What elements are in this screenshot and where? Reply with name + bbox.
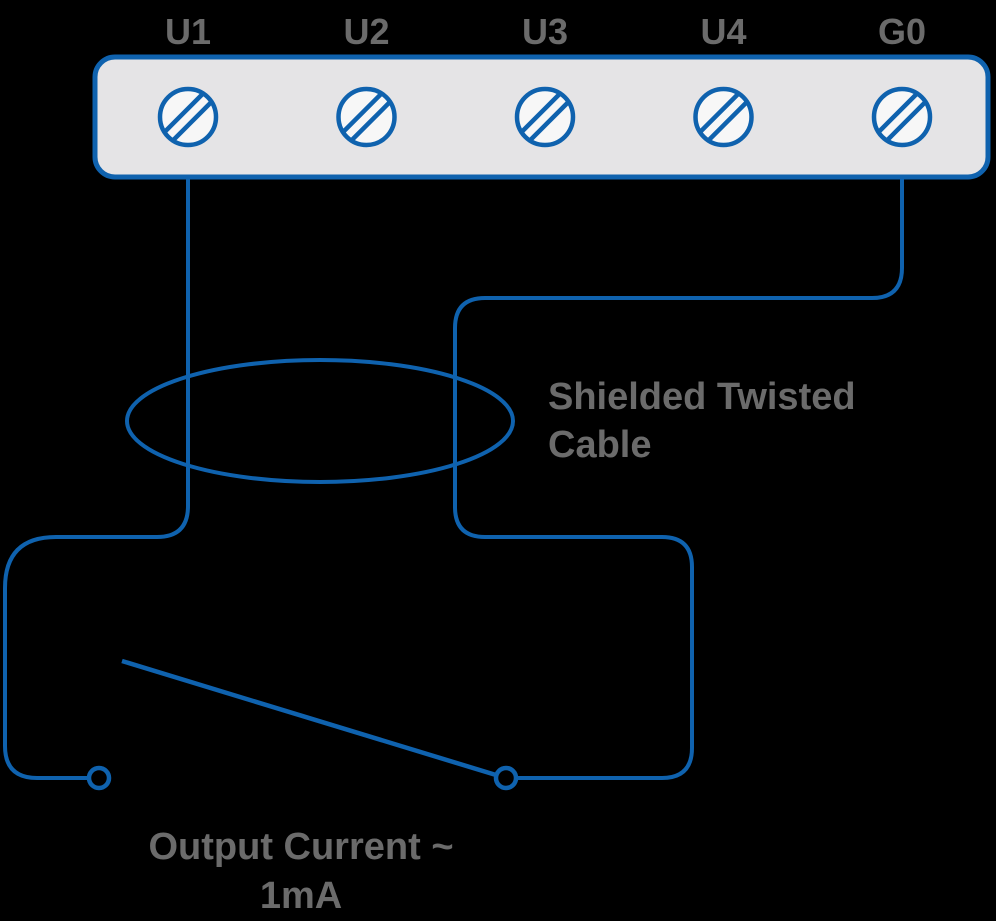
- screw-slot-line: [349, 100, 392, 143]
- screw-terminal-u2-icon: [336, 86, 397, 148]
- switch-contact-left-icon: [86, 765, 112, 791]
- screw-slot-line: [162, 91, 205, 134]
- terminal-label-u1: U1: [165, 11, 211, 52]
- terminal-label-u4: U4: [700, 11, 746, 52]
- output-current-label-line1: Output Current ~: [148, 826, 453, 868]
- screw-slot-line: [698, 91, 741, 134]
- screw-head: [336, 86, 397, 148]
- screw-slot-line: [171, 100, 214, 143]
- screw-slot-line: [528, 100, 571, 143]
- shield-loop-icon: [125, 358, 515, 484]
- screw-slot-line: [885, 100, 928, 143]
- screw-head: [514, 86, 576, 148]
- screw-terminal-u4-icon: [693, 86, 754, 148]
- screw-head: [871, 86, 933, 148]
- wire-u1-to-switch: [3, 170, 190, 780]
- screw-head: [157, 86, 219, 148]
- terminal-label-g0: G0: [878, 11, 926, 52]
- cable-label-line1: Shielded Twisted: [548, 376, 856, 418]
- output-current-label-line2: 1mA: [260, 875, 342, 917]
- switch-contact-right-icon: [493, 765, 519, 791]
- screw-terminal-u3-icon: [514, 86, 576, 148]
- screw-slot-line: [706, 100, 749, 143]
- terminal-label-u3: U3: [522, 11, 568, 52]
- screw-slot-line: [519, 91, 562, 134]
- screw-terminal-g0-icon: [871, 86, 933, 148]
- wire-g0-to-switch: [453, 170, 904, 780]
- screw-slot-line: [876, 91, 919, 134]
- screw-terminal-u1-icon: [157, 86, 219, 148]
- screw-slot-line: [341, 91, 384, 134]
- cable-label-line2: Cable: [548, 424, 651, 466]
- screw-head: [693, 86, 754, 148]
- terminal-label-u2: U2: [343, 11, 389, 52]
- switch-lever-icon: [121, 658, 497, 778]
